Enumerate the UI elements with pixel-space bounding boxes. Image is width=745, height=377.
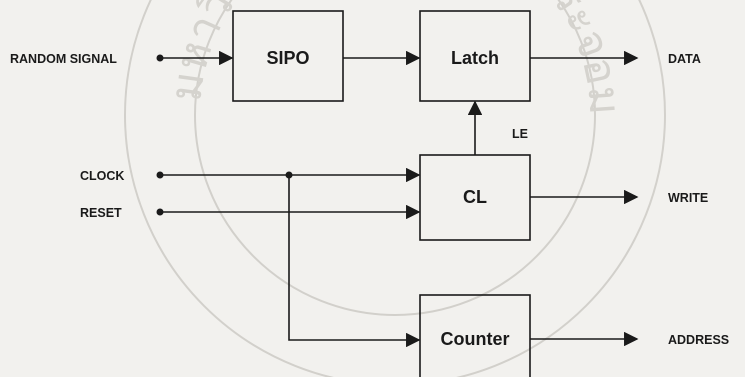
latch-label: Latch xyxy=(451,48,499,68)
reset-label: RESET xyxy=(80,206,122,220)
reset-terminal xyxy=(157,209,164,216)
clock-terminal xyxy=(157,172,164,179)
sipo-label: SIPO xyxy=(266,48,309,68)
cl-label: CL xyxy=(463,187,487,207)
address-label: ADDRESS xyxy=(668,333,729,347)
clock-junction xyxy=(286,172,293,179)
random-signal-terminal xyxy=(157,55,164,62)
le-label: LE xyxy=(512,127,528,141)
random-signal-label: RANDOM SIGNAL xyxy=(10,52,117,66)
data-label: DATA xyxy=(668,52,701,66)
counter-label: Counter xyxy=(441,329,510,349)
clock-label: CLOCK xyxy=(80,169,124,183)
write-label: WRITE xyxy=(668,191,708,205)
